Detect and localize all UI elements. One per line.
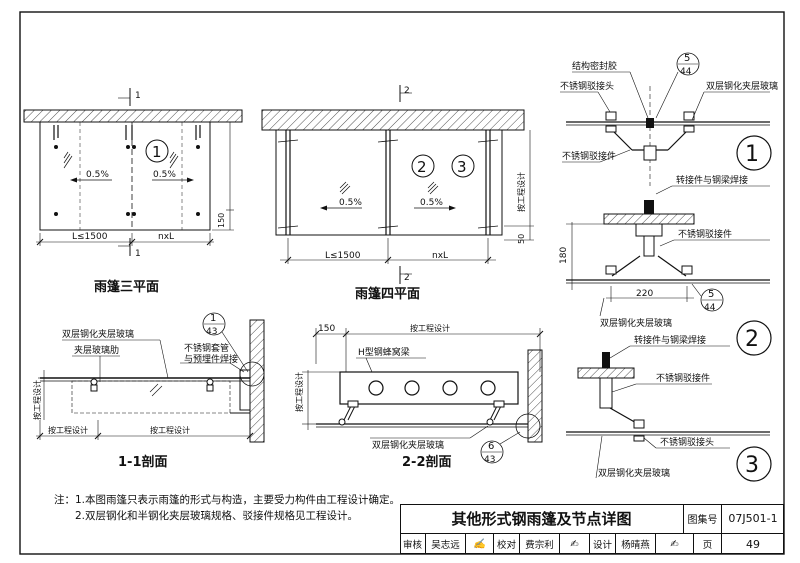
n2-glass-label: 双层钢化夹层玻璃 [600, 317, 672, 329]
page-number: 49 [746, 537, 760, 551]
s11-tube-label-2: 与预埋件焊接 [184, 353, 238, 365]
n1-detail-top: 5 [684, 53, 690, 64]
plan3-slope-left: 0.5% [86, 170, 109, 180]
plan3-title: 雨篷三平面 [94, 279, 159, 295]
s11-tube-label-1: 不锈钢套管 [184, 342, 229, 354]
plan4-node-ref-2: 2 [417, 158, 427, 176]
plan-view-3 [23, 88, 243, 256]
s22-dim-150: 150 [318, 324, 335, 334]
n3-fitting-label: 不锈钢驳接件 [656, 372, 710, 384]
atlas-label: 图集号 [684, 504, 722, 534]
plan3-slope-right: 0.5% [153, 170, 176, 180]
n1-detail-bottom: 44 [680, 67, 692, 77]
s11-detail-top: 1 [210, 313, 216, 324]
atlas-number: 07J501-1 [722, 504, 784, 534]
plan4-slope-right: 0.5% [420, 198, 443, 208]
plan4-dim-left: L≤1500 [325, 251, 361, 261]
check-name: 费宗利 [520, 534, 560, 554]
n3-glass-label: 双层钢化夹层玻璃 [598, 467, 670, 479]
drawing-notes: 注：1.本图雨篷只表示雨篷的形式与构造，主要受力构件由工程设计确定。 2.双层钢… [54, 492, 401, 524]
title-block-frame [400, 504, 784, 554]
n2-dim-220: 220 [636, 289, 653, 299]
review-name: 吴志远 [426, 534, 466, 554]
n3-number: 3 [745, 453, 759, 478]
plan4-title: 雨篷四平面 [355, 286, 420, 302]
design-name: 杨晴燕 [616, 534, 656, 554]
s22-detail-top: 6 [488, 441, 494, 452]
n2-detail-bottom: 44 [704, 303, 716, 313]
s11-dim-v: 按工程设计 [32, 380, 42, 420]
n1-head-label: 不锈钢驳接头 [560, 80, 614, 92]
n2-fitting-label: 不锈钢驳接件 [678, 228, 732, 240]
n2-dim-180: 180 [559, 247, 569, 264]
n2-number: 2 [745, 327, 759, 352]
plan3-section-mark-top: 1 [135, 91, 141, 101]
s11-dim-a: 按工程设计 [48, 425, 88, 435]
design-label: 设计 [590, 534, 616, 554]
page-label: 页 [694, 534, 722, 554]
s22-dim-top: 按工程设计 [410, 323, 450, 333]
title-block: 其他形式钢雨篷及节点详图 图集号 07J501-1 审核 吴志远 ✍ 校对 费宗… [400, 504, 784, 554]
plan-view-4 [261, 85, 534, 284]
s11-detail-bottom: 43 [206, 327, 217, 337]
s11-rib-label: 夹层玻璃肋 [74, 344, 119, 356]
n1-seal-label: 结构密封胶 [572, 60, 617, 72]
plan4-section-mark-bottom: 2 [404, 273, 410, 283]
s11-dim-b: 按工程设计 [150, 425, 190, 435]
plan4-slope-left: 0.5% [339, 198, 362, 208]
slab-hatch [23, 109, 243, 123]
note-line-2: 2.双层钢化和半钢化夹层玻璃规格、驳接件规格见工程设计。 [75, 510, 359, 522]
check-label: 校对 [494, 534, 520, 554]
node-detail-2 [566, 185, 772, 356]
plan3-section-mark-bottom: 1 [135, 249, 141, 259]
plan3-dim-left: L≤1500 [72, 232, 108, 242]
n2-detail-top: 5 [708, 289, 714, 300]
n1-fitting-label: 不锈钢驳接件 [562, 150, 616, 162]
sheet-border [19, 11, 785, 555]
n1-number: 1 [745, 142, 759, 167]
plan3-node-ref: 1 [152, 143, 162, 161]
plan4-dim-50: 50 [517, 234, 526, 244]
section-2-2 [302, 328, 544, 464]
plan3-dim-150: 150 [217, 213, 226, 228]
s22-title: 2-2剖面 [402, 454, 452, 470]
review-signature: ✍ [466, 534, 494, 554]
plan4-node-ref-3: 3 [457, 158, 467, 176]
plan4-section-mark-top: 2 [404, 86, 410, 96]
s22-glass-label: 双层钢化夹层玻璃 [372, 439, 444, 451]
n3-weld-label: 转接件与钢梁焊接 [634, 334, 706, 346]
section-1-1 [36, 312, 265, 443]
drawing-title: 其他形式钢雨篷及节点详图 [400, 504, 684, 534]
s22-beam-label: H型钢蜂窝梁 [358, 346, 410, 358]
node-detail-3 [566, 345, 772, 482]
design-signature: ✍ [656, 534, 694, 554]
check-signature: ✍ [560, 534, 590, 554]
plan4-dim-right: nxL [432, 251, 448, 261]
n2-weld-label: 转接件与钢梁焊接 [676, 174, 748, 186]
n3-head-label: 不锈钢驳接头 [660, 436, 714, 448]
s11-glass-label: 双层钢化夹层玻璃 [62, 328, 134, 340]
review-label: 审核 [400, 534, 426, 554]
slab-hatch-2 [261, 109, 525, 131]
s22-detail-bottom: 43 [484, 455, 495, 465]
note-line-1: 注：1.本图雨篷只表示雨篷的形式与构造，主要受力构件由工程设计确定。 [54, 494, 401, 506]
s22-dim-v: 按工程设计 [294, 372, 304, 412]
s11-title: 1-1剖面 [118, 454, 168, 470]
plan4-side-dim: 按工程设计 [516, 172, 526, 212]
plan3-dim-right: nxL [158, 232, 174, 242]
n1-glass-label: 双层钢化夹层玻璃 [706, 80, 778, 92]
node-detail-1 [560, 52, 772, 186]
